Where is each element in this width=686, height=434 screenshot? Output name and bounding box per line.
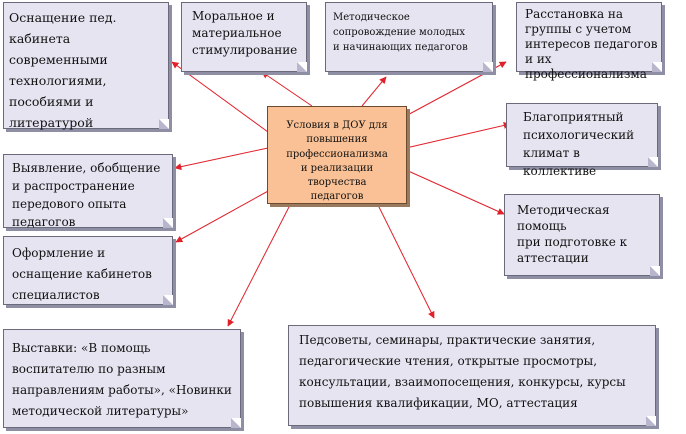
arrow-to-equipment-cabinets bbox=[171, 61, 269, 133]
box-identification-experience-text: Выявление, обобщение и распространение п… bbox=[12, 161, 161, 229]
arrow-to-identification bbox=[174, 147, 269, 171]
box-methodical-help-text: Методическая помощь при подготовке к атт… bbox=[517, 203, 628, 265]
arrow-to-councils bbox=[377, 204, 435, 319]
box-placement-groups-text: Расстановка на группы с учетом интересов… bbox=[525, 7, 658, 81]
box-exhibitions: Выставки: «В помощь воспитателю по разны… bbox=[3, 329, 241, 428]
arrow-to-methodical-support bbox=[361, 76, 387, 107]
box-methodical-help: Методическая помощь при подготовке к атт… bbox=[504, 194, 660, 276]
box-favorable-climate-text: Благоприятный психологический климат в к… bbox=[523, 110, 635, 178]
arrow-to-exhibitions bbox=[227, 204, 291, 327]
box-moral-material-text: Моральное и материальное стимулирование bbox=[192, 9, 298, 57]
box-councils-text: Педсоветы, семинары, практические заняти… bbox=[299, 333, 626, 410]
box-methodical-support-text: Методическое сопровождение молодых и нач… bbox=[333, 12, 468, 53]
box-placement-groups: Расстановка на группы с учетом интересов… bbox=[516, 2, 662, 81]
arrow-to-methodical-help bbox=[405, 169, 505, 215]
box-equipment-cabinets: Оснащение пед. кабинета современными тех… bbox=[3, 2, 169, 130]
box-specialist-cabinets-text: Оформление и оснащение кабинетов специал… bbox=[12, 246, 152, 302]
arrow-to-specialist-cabinets bbox=[175, 189, 271, 243]
box-methodical-support: Методическое сопровождение молодых и нач… bbox=[325, 2, 493, 72]
arrow-to-moral-material bbox=[261, 71, 313, 107]
box-councils: Педсоветы, семинары, практические заняти… bbox=[288, 325, 656, 426]
box-specialist-cabinets: Оформление и оснащение кабинетов специал… bbox=[3, 236, 173, 305]
arrow-to-favorable-climate bbox=[405, 122, 511, 149]
box-favorable-climate: Благоприятный психологический климат в к… bbox=[506, 103, 658, 178]
box-moral-material: Моральное и материальное стимулирование bbox=[181, 2, 307, 72]
center-node-text: Условия в ДОУ для повышения профессионал… bbox=[286, 120, 388, 203]
box-equipment-cabinets-text: Оснащение пед. кабинета современными тех… bbox=[9, 10, 117, 130]
box-identification-experience: Выявление, обобщение и распространение п… bbox=[3, 154, 173, 229]
box-exhibitions-text: Выставки: «В помощь воспитателю по разны… bbox=[12, 341, 232, 418]
center-node: Условия в ДОУ для повышения профессионал… bbox=[267, 106, 407, 204]
